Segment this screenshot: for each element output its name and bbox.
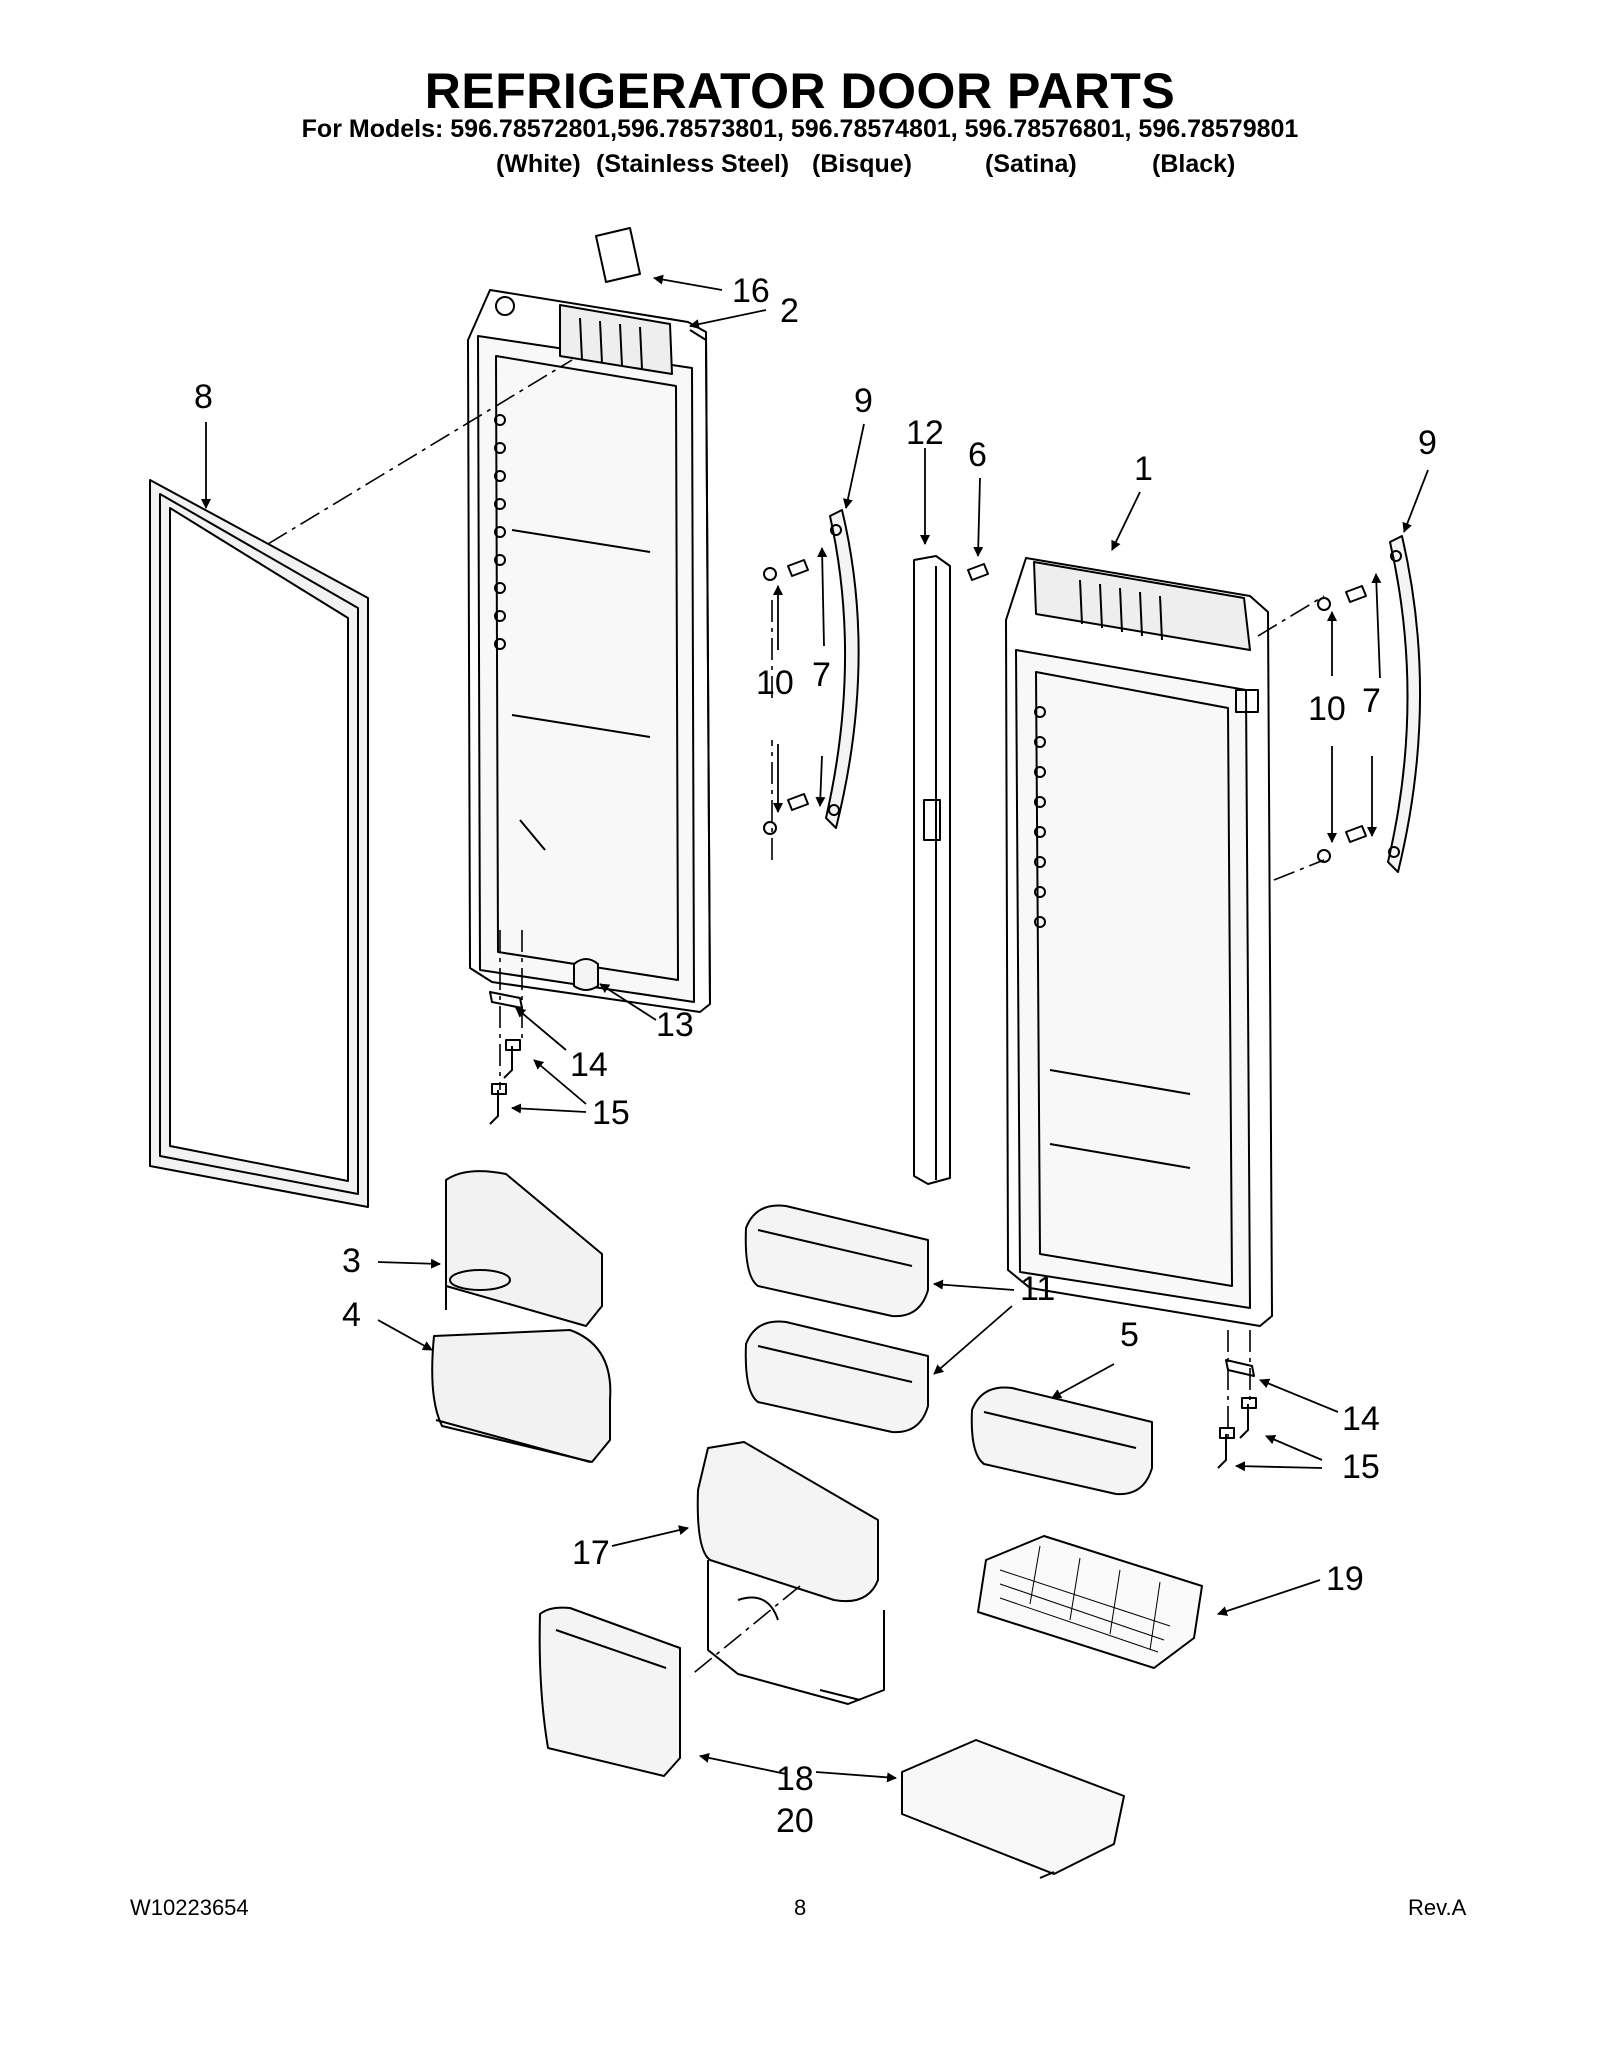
finish-label-satina: (Satina) [985, 150, 1077, 178]
finish-label-bisque: (Bisque) [812, 150, 912, 178]
part-11-bin-lower [744, 1320, 929, 1434]
callout-18: 18 [776, 1760, 814, 1798]
callout-labels: 16 2 8 9 9 1 12 6 10 7 10 7 13 14 15 3 4… [194, 272, 1437, 1840]
callout-12: 12 [906, 414, 944, 452]
part-16-label [595, 227, 641, 283]
callout-6: 6 [968, 436, 987, 474]
callout-10-left: 10 [756, 664, 794, 702]
document-number: W10223654 [130, 1895, 249, 1920]
part-1-right-door [1005, 557, 1273, 1327]
parts-7-10-screws [763, 559, 1367, 863]
part-11-bin-upper [744, 1204, 929, 1318]
callout-11-upper: 11 [1020, 1270, 1055, 1308]
callout-15-right: 15 [1342, 1448, 1380, 1486]
part-19-grille [977, 1535, 1203, 1669]
callout-5: 5 [1120, 1316, 1139, 1354]
finish-label-stainless: (Stainless Steel) [596, 150, 790, 178]
models-line: For Models: 596.78572801,596.78573801, 5… [301, 115, 1299, 143]
part-5-bin [970, 1386, 1153, 1496]
callout-14-right: 14 [1342, 1400, 1380, 1438]
part-18-bucket [538, 1606, 681, 1777]
callout-14-left: 14 [570, 1046, 608, 1084]
part-3-cover [445, 1170, 603, 1327]
callout-15-left: 15 [592, 1094, 630, 1132]
callout-1: 1 [1134, 450, 1153, 488]
alignment-lines [267, 359, 1325, 1677]
parts-13-14-15-hinge [489, 958, 1257, 1469]
callout-9-left: 9 [854, 382, 873, 420]
callout-4: 4 [342, 1296, 361, 1334]
callout-19: 19 [1326, 1560, 1364, 1598]
callout-10-right: 10 [1308, 690, 1346, 728]
callout-8: 8 [194, 378, 213, 416]
part-2-left-door [467, 289, 711, 1013]
part-9-right-handle [1387, 535, 1422, 873]
leader-arrows [201, 274, 1429, 1783]
part-17-bucket-frame [696, 1441, 885, 1705]
part-9-left-handle [825, 509, 860, 829]
revision-label: Rev.A [1408, 1895, 1467, 1920]
finish-label-white: (White) [496, 150, 581, 178]
part-4-cover [431, 1329, 612, 1463]
page-number: 8 [794, 1895, 807, 1920]
part-12-mullion [913, 555, 951, 1185]
callout-17: 17 [572, 1534, 610, 1572]
callout-13: 13 [656, 1006, 694, 1044]
finish-label-black: (Black) [1152, 150, 1236, 178]
callout-7-right: 7 [1362, 682, 1381, 720]
callout-2: 2 [780, 292, 799, 330]
part-8-gasket [149, 479, 369, 1208]
callout-16: 16 [732, 272, 770, 310]
callout-3: 3 [342, 1242, 361, 1280]
page-title: REFRIGERATOR DOOR PARTS [424, 63, 1176, 119]
callout-9-right: 9 [1418, 424, 1437, 462]
callout-7-left: 7 [812, 656, 831, 694]
part-20-tray [901, 1739, 1125, 1879]
callout-20: 20 [776, 1802, 814, 1840]
